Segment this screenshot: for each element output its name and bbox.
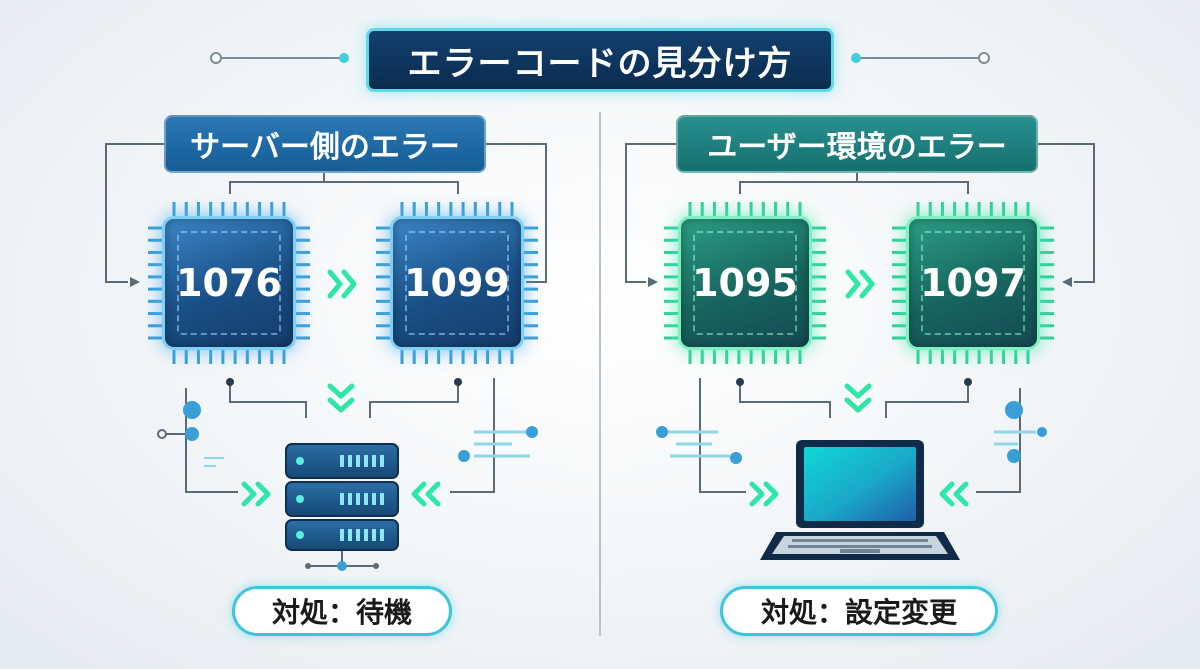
chip-pins [148, 202, 1054, 364]
server-rack-icon [285, 443, 399, 551]
error-code-chip: 1095 [678, 216, 812, 350]
signal-dashes-user-left [662, 430, 730, 458]
error-code-chip: 1099 [390, 216, 524, 350]
error-code-chip: 1076 [162, 216, 296, 350]
page-title: エラーコードの見分け方 [366, 28, 834, 92]
action-label-server: 対処：待機 [232, 586, 452, 636]
error-code-chip: 1097 [906, 216, 1040, 350]
chip-frame [921, 231, 1025, 335]
laptop-icon [760, 440, 960, 560]
chip-frame [405, 231, 509, 335]
chip-frame [693, 231, 797, 335]
error-code-label: 1099 [404, 261, 510, 305]
section-label-server: サーバー側のエラー [164, 115, 486, 173]
chevron-right-icon [749, 481, 779, 507]
title-deco-left [210, 52, 349, 64]
chevron-down-icon [844, 383, 872, 413]
chevron-left-icon [411, 481, 441, 507]
user-connectors [625, 143, 1095, 493]
chevron-left-icon [939, 481, 969, 507]
chevron-right-icon [327, 269, 357, 299]
error-code-label: 1076 [176, 261, 282, 305]
chip-frame [177, 231, 281, 335]
chevron-down-icon [327, 383, 355, 413]
server-connectors [105, 143, 547, 567]
signal-dashes-server [474, 430, 530, 458]
chevron-right-icon [241, 481, 271, 507]
signal-dashes-user-right [994, 430, 1036, 446]
error-code-label: 1097 [920, 261, 1026, 305]
action-label-user: 対処：設定変更 [720, 586, 998, 636]
title-deco-right [851, 52, 990, 64]
error-code-label: 1095 [692, 261, 798, 305]
chevron-right-icon [845, 269, 875, 299]
section-label-user: ユーザー環境のエラー [676, 115, 1038, 173]
